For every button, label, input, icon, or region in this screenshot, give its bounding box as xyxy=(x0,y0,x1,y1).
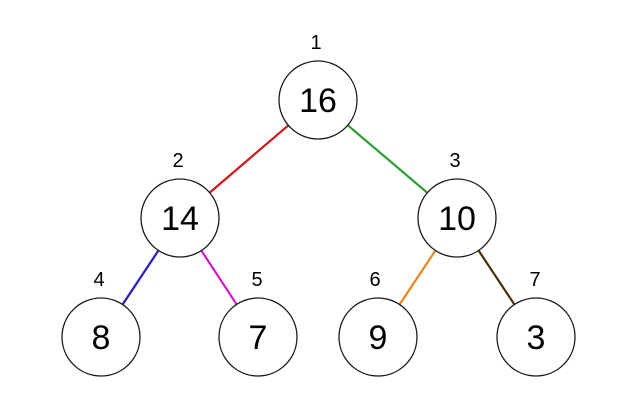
node-2-index-label: 2 xyxy=(172,150,183,172)
tree-node-7: 3 7 xyxy=(496,269,576,377)
node-7-value: 3 xyxy=(527,319,546,357)
node-3-circle xyxy=(417,178,497,258)
tree-node-6: 9 6 xyxy=(338,269,418,377)
node-2-value: 14 xyxy=(161,200,199,238)
tree-node-5: 7 5 xyxy=(218,269,298,377)
node-1-index-label: 1 xyxy=(310,32,321,54)
node-4-value: 8 xyxy=(92,319,111,357)
node-5-index-label: 5 xyxy=(251,269,262,291)
node-4-index-label: 4 xyxy=(93,269,104,291)
node-6-circle xyxy=(338,297,418,377)
tree-node-4: 8 4 xyxy=(61,269,141,377)
node-1-circle xyxy=(278,60,358,140)
node-2-circle xyxy=(140,178,220,258)
node-1-value: 16 xyxy=(299,82,337,120)
node-3-index-label: 3 xyxy=(449,150,460,172)
node-5-circle xyxy=(218,297,298,377)
tree-node-3: 10 3 xyxy=(417,150,497,258)
node-6-index-label: 6 xyxy=(369,269,380,291)
tree-node-1: 16 1 xyxy=(278,32,358,140)
node-5-value: 7 xyxy=(249,319,268,357)
tree-node-2: 14 2 xyxy=(140,150,220,258)
node-6-value: 9 xyxy=(369,319,388,357)
node-7-circle xyxy=(496,297,576,377)
node-3-value: 10 xyxy=(438,200,476,238)
node-7-index-label: 7 xyxy=(529,269,540,291)
node-4-circle xyxy=(61,297,141,377)
